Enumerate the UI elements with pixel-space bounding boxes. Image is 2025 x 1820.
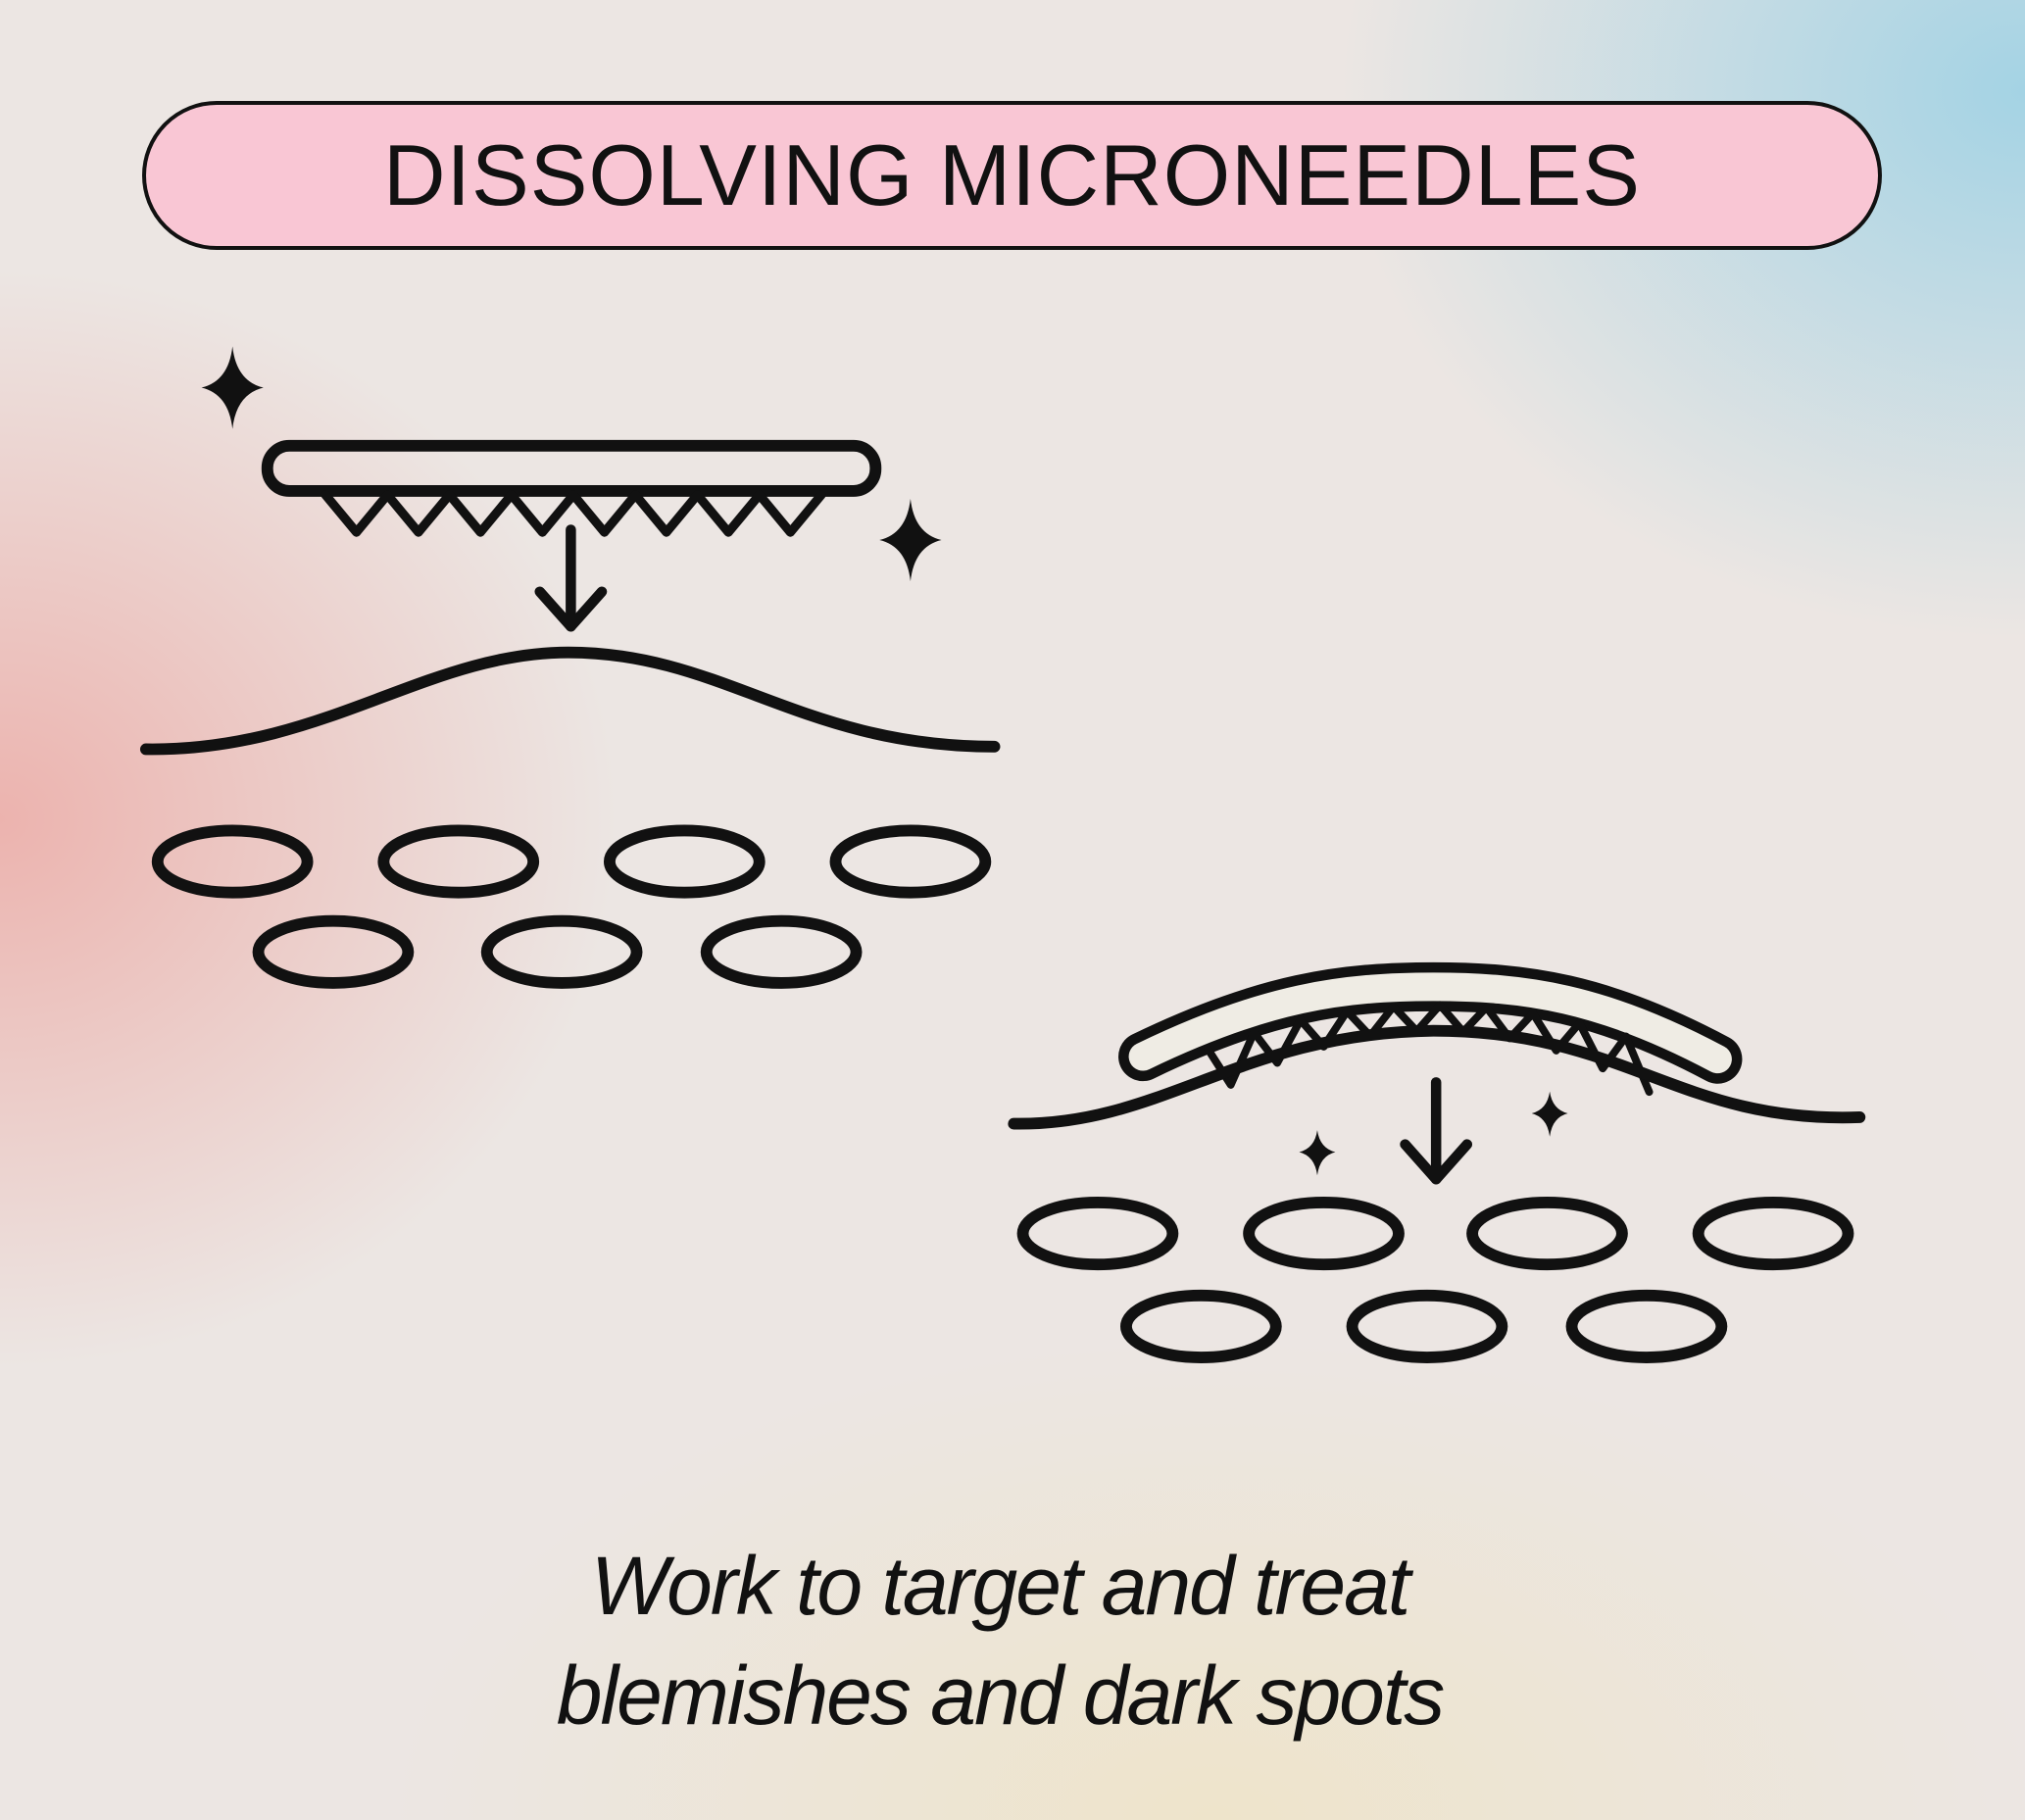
skin-cell	[1565, 1289, 1728, 1363]
microneedle-patch	[261, 439, 882, 497]
microneedle-patch-inner	[1128, 972, 1732, 1074]
caption-line-2: blemishes and dark spots	[556, 1649, 1446, 1742]
skin-cell	[603, 824, 766, 899]
skin-cell	[1346, 1289, 1508, 1363]
skin-surface	[1008, 1024, 1866, 1130]
skin-cell	[700, 914, 863, 989]
skin-cell	[1016, 1197, 1179, 1271]
skin-cell	[151, 824, 314, 899]
skin-cell	[1466, 1197, 1628, 1271]
skin-cell	[1120, 1289, 1282, 1363]
arrow-down-icon	[534, 524, 608, 632]
sparkle-icon	[1299, 1130, 1336, 1176]
skin-cell	[377, 824, 540, 899]
caption-line-1: Work to target and treat	[590, 1540, 1410, 1632]
skin-cell	[1692, 1197, 1854, 1271]
title-text: DISSOLVING MICRONEEDLES	[383, 126, 1641, 223]
title-banner: DISSOLVING MICRONEEDLES	[142, 101, 1882, 250]
sparkle-icon	[1531, 1091, 1568, 1137]
sparkle-icon	[201, 346, 264, 429]
skin-cell	[1243, 1197, 1405, 1271]
skin-cell	[252, 914, 415, 989]
skin-cell	[829, 824, 992, 899]
sparkle-icon	[879, 498, 942, 582]
microneedle-teeth	[321, 490, 826, 537]
arrow-down-icon	[1400, 1077, 1473, 1185]
skin-cell	[480, 914, 643, 989]
skin-surface	[139, 646, 1001, 756]
